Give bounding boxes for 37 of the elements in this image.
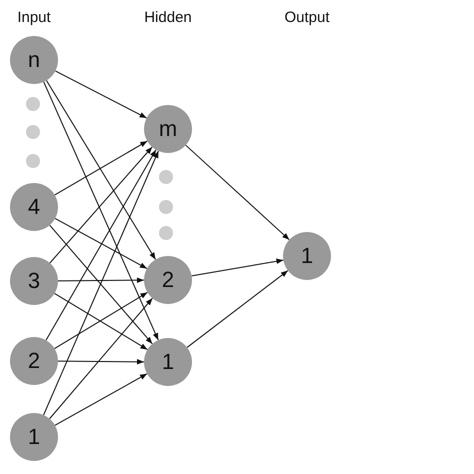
arrow [46,149,156,341]
neuron-circle [144,256,192,304]
arrow [43,81,159,341]
arrow [49,146,153,264]
arrow [191,258,284,276]
neuron-circle [10,337,58,385]
arrow [58,277,144,284]
arrow [49,298,153,420]
neuron-circle [144,338,192,386]
arrow [54,373,148,426]
layer-label: Input [17,9,51,26]
layer-label: Hidden [144,9,192,26]
neuron-label: 2 [162,269,174,291]
neuron-circle [10,413,58,461]
arrow [54,218,148,270]
layer-label: Output [284,9,330,26]
neuron-label: 1 [28,426,40,448]
arrow [54,70,148,119]
neuron-label: 1 [162,351,174,373]
neuron-label: 1 [300,245,314,267]
neuron-label: 4 [28,196,40,218]
arrow [46,80,156,260]
neuron-circle [144,105,192,153]
neuron-circle [10,36,58,84]
neuron-circle [283,232,331,280]
neuron-label: 2 [28,350,40,372]
neuron-circle [10,183,58,231]
arrow [49,224,153,344]
neuron-label: m [158,118,178,140]
arrow [58,358,144,365]
neuron-circle [10,257,58,305]
arrow [185,144,290,240]
arrow [54,140,148,196]
neuron-label: 3 [28,270,40,292]
arrow [186,270,288,348]
neuron-label: n [28,49,40,71]
arrow [43,150,159,416]
